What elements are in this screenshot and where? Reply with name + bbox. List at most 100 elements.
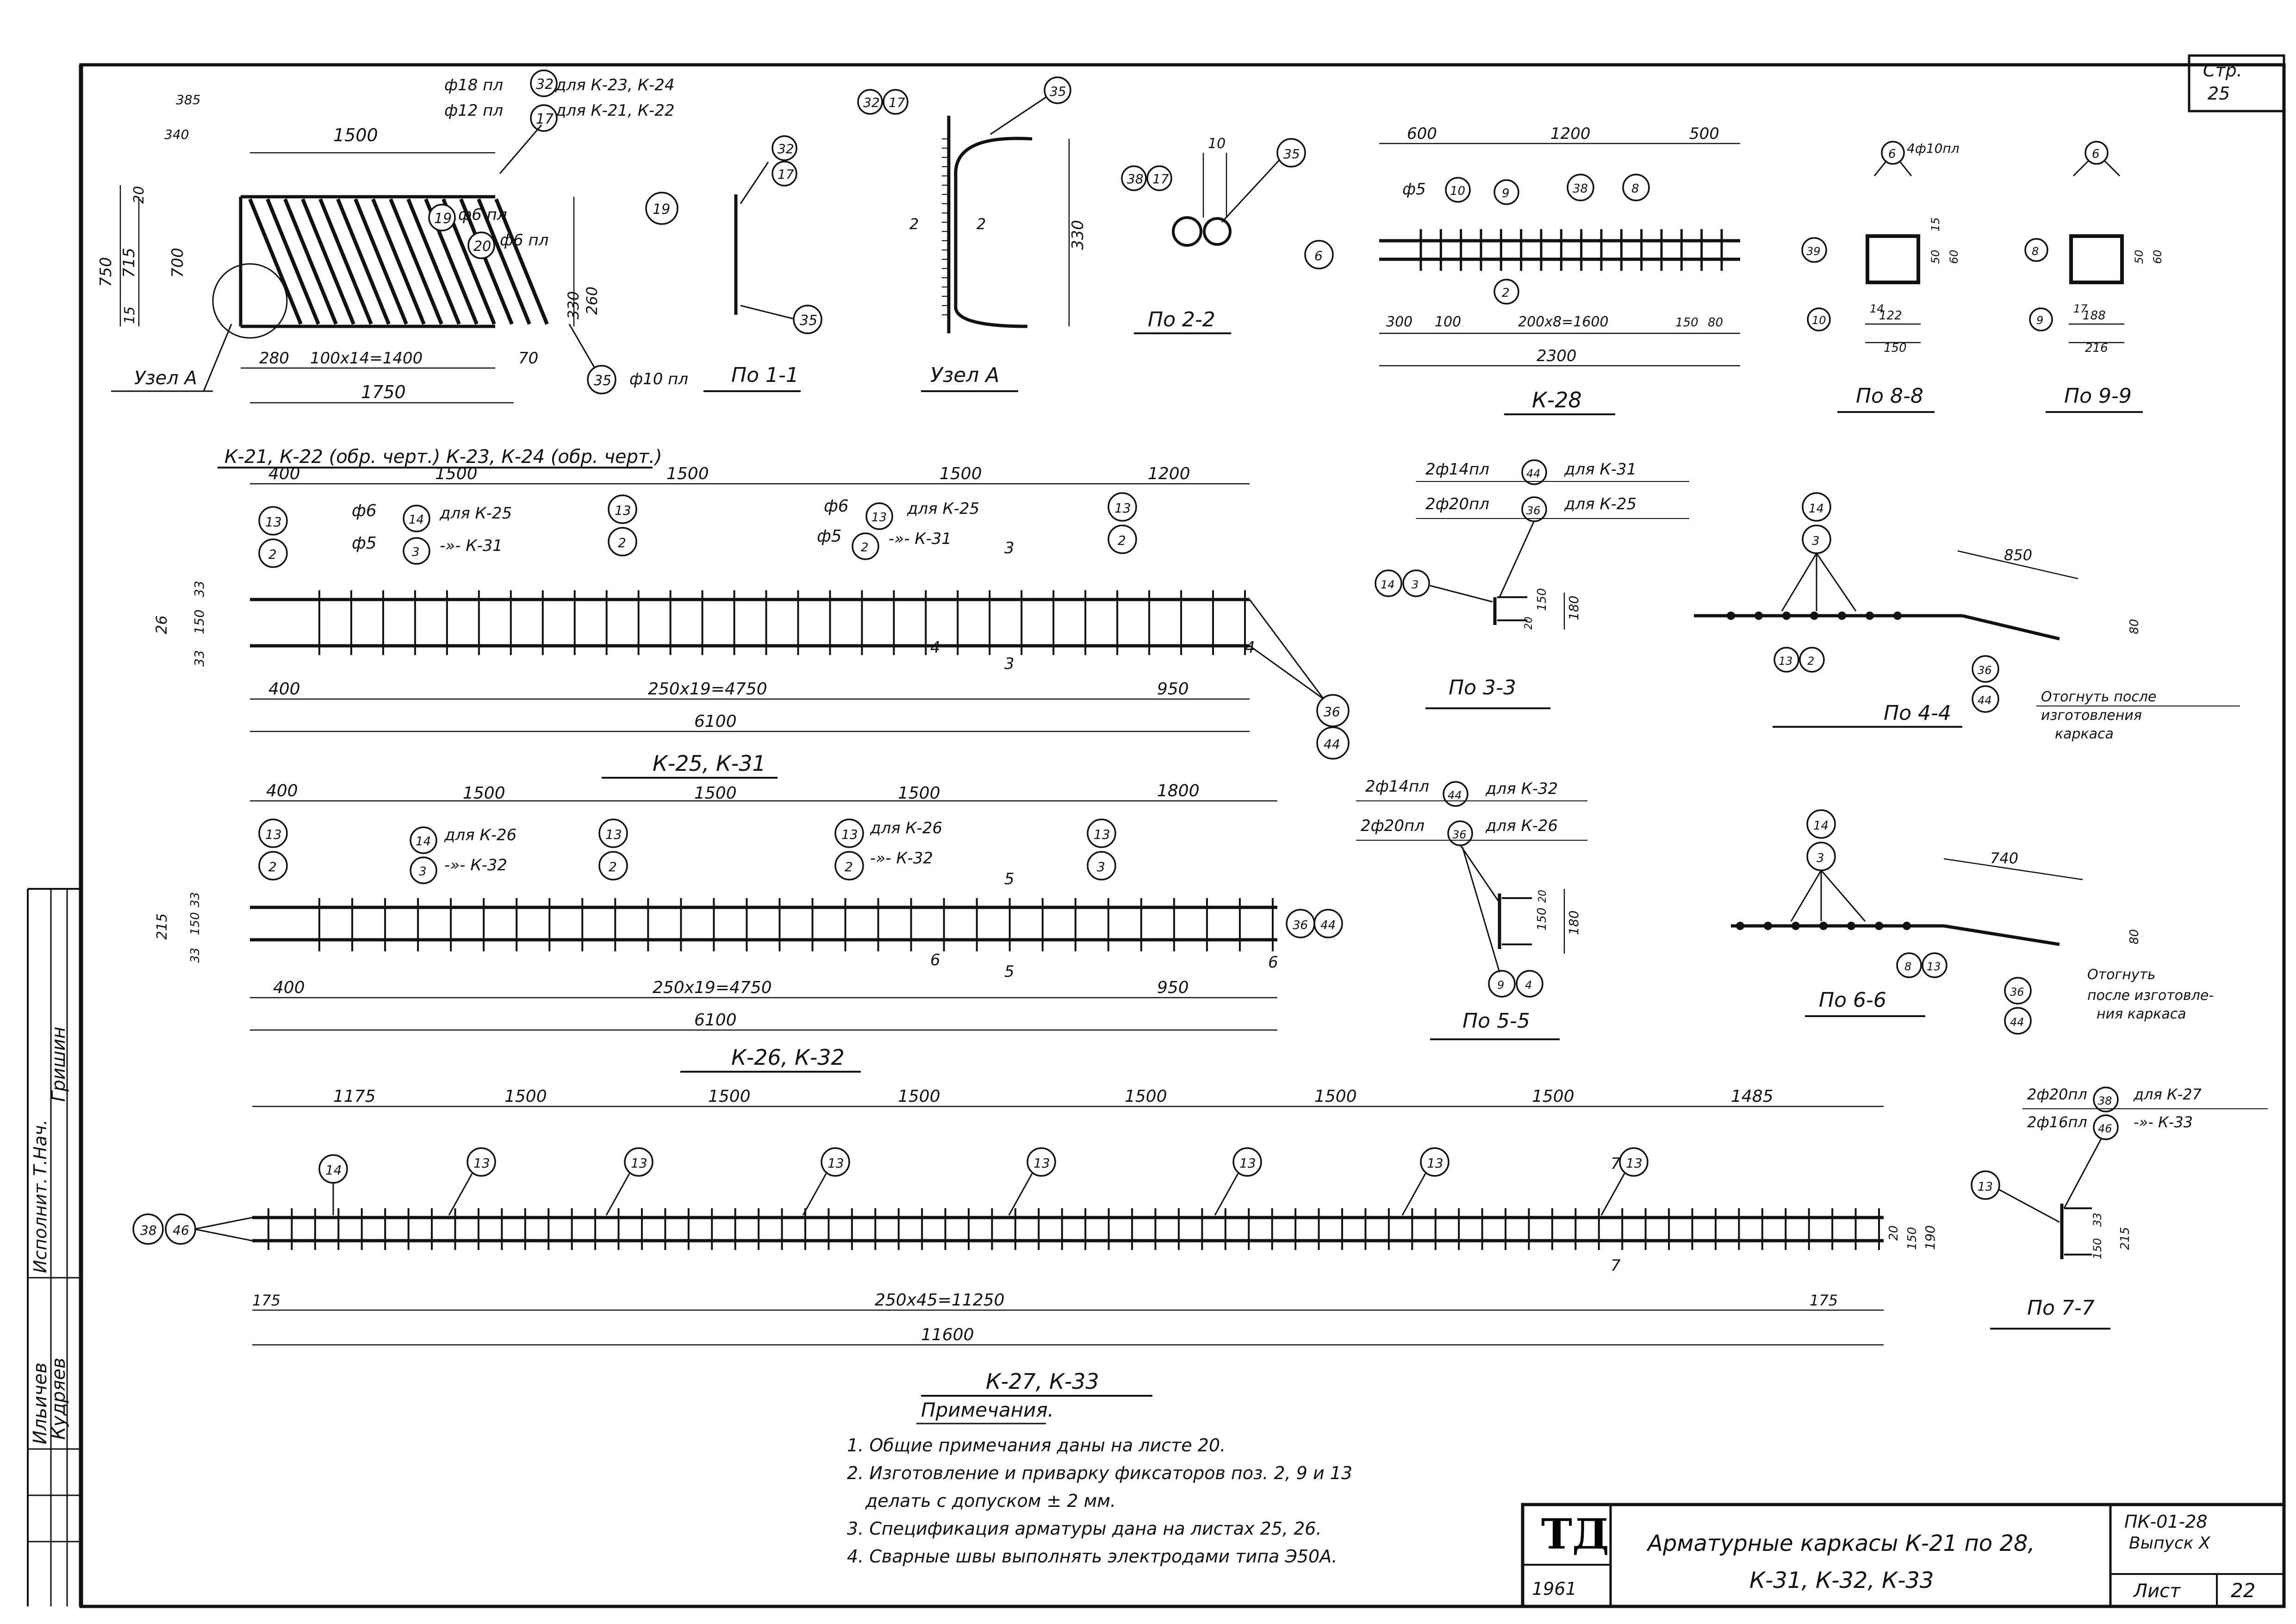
k26-pos-2b: 2 xyxy=(609,859,617,874)
k21-label-f12-for: для К-21, К-22 xyxy=(555,101,674,120)
po99-pos-8: 8 xyxy=(2032,245,2039,258)
k28-pos-10: 10 xyxy=(1450,184,1465,198)
bar-section-dot xyxy=(1893,612,1902,620)
k28-dim-step: 200х8=1600 xyxy=(1518,314,1609,330)
cage-k25-k31: 400 1500 1500 1500 1200 400 250х19=4750 … xyxy=(153,464,1350,779)
po44-pos-14: 14 xyxy=(1809,502,1824,516)
node-a-ticks xyxy=(942,138,949,315)
k27-cut-7a: 7 xyxy=(1611,1155,1621,1173)
nodea-pos-32: 32 xyxy=(863,95,880,110)
po55-dim-180: 180 xyxy=(1566,911,1581,935)
k25-ticks xyxy=(318,590,1246,655)
diagonal-bar xyxy=(266,198,320,325)
k21-caption: К-21, К-22 (обр. черт.) К-23, К-24 (обр.… xyxy=(224,446,662,468)
cage-k26-k32: 400 1500 1500 1500 1800 400 250х19=4750 … xyxy=(154,781,1343,1073)
nodea-dim-330: 330 xyxy=(1069,220,1087,250)
po66-pos-8: 8 xyxy=(1904,960,1911,973)
po66-note-3: ния каркаса xyxy=(2097,1006,2186,1022)
nodea-cut-2a: 2 xyxy=(909,215,919,233)
po66-note-2: после изготовле- xyxy=(2087,987,2214,1004)
k26-dim-1800: 1800 xyxy=(1157,781,1200,800)
k26-dim-1500c: 1500 xyxy=(898,784,940,803)
k27-pos-13-circle xyxy=(821,1147,850,1177)
k26-cut-5a: 5 xyxy=(1004,870,1014,888)
cage-k27-k33: 1175 1500 1500 1500 1500 1500 1500 1485 … xyxy=(132,1087,1938,1397)
diagonal-bar xyxy=(336,198,391,325)
k27-pos-13-leader xyxy=(1008,1173,1033,1216)
k28-dim-600: 600 xyxy=(1407,125,1437,143)
k27-pos-13-circle xyxy=(624,1147,653,1177)
section-6-6: 740 80 14 3 8 13 36 44 По 6-6 Отогнуть п… xyxy=(1731,809,2214,1035)
k21-dim-260: 260 xyxy=(583,287,601,315)
page-number-box: Стр. 25 xyxy=(2188,54,2285,112)
po88-pos-10: 10 xyxy=(1812,314,1826,327)
k26-cut-6a: 6 xyxy=(930,951,940,969)
po44-note-1: Отогнуть после xyxy=(2041,689,2156,705)
po99-caption: По 9-9 xyxy=(2064,384,2132,408)
k25-for31a: -»- К-31 xyxy=(440,537,503,555)
k27-pos-46: 46 xyxy=(173,1223,189,1238)
k26-dim-400b: 400 xyxy=(273,978,305,997)
po33-pos-3: 3 xyxy=(1412,578,1419,591)
po66-dots xyxy=(1736,922,1911,930)
po77-for33: -»- К-33 xyxy=(2134,1113,2193,1131)
k26-dim-950: 950 xyxy=(1157,978,1189,997)
k26-dim-1500a: 1500 xyxy=(463,784,505,803)
po55-dim-150: 150 xyxy=(1535,907,1549,931)
notes-title: Примечания. xyxy=(921,1399,1054,1421)
k27-pos-14: 14 xyxy=(325,1162,342,1178)
k27-pos-13-circle xyxy=(467,1147,496,1177)
note-2: 2. Изготовление и приварку фиксаторов по… xyxy=(847,1463,1352,1483)
side-stamp: Исполнит. Т.Нач. Ильичев Кудряев Гришин xyxy=(30,1027,69,1444)
k21-label-f6b: ф6 пл xyxy=(500,231,548,250)
title-block: ТД 1961 Арматурные каркасы К-21 по 28, К… xyxy=(1521,1503,2286,1608)
po55-for26: для К-26 xyxy=(1485,817,1558,835)
k26-pos-2c: 2 xyxy=(845,859,853,874)
bar-section-dot xyxy=(1819,922,1828,930)
k27-dim-190: 190 xyxy=(1923,1225,1938,1250)
po44-pos-3: 3 xyxy=(1812,534,1820,548)
k25-pos-2d: 2 xyxy=(1118,533,1126,548)
k21-pos-20: 20 xyxy=(473,238,491,255)
k28-dim-2300: 2300 xyxy=(1537,347,1577,365)
po44-pos-44: 44 xyxy=(1978,694,1992,707)
k26-pos-13d: 13 xyxy=(1094,827,1110,842)
k25-for25b: для К-25 xyxy=(907,500,979,518)
cage-k28: 600 1200 500 300 100 200х8=1600 150 80 2… xyxy=(1304,125,1740,415)
k25-cut-4b: 4 xyxy=(1245,638,1255,657)
po44-pos-36: 36 xyxy=(1978,664,1992,677)
k27-pos-38: 38 xyxy=(140,1223,157,1238)
sheet-label: Лист xyxy=(2133,1580,2181,1602)
k25-dim-950: 950 xyxy=(1157,680,1189,699)
nodea-pos-35: 35 xyxy=(1050,84,1066,99)
k27-pos-13-circle xyxy=(1027,1147,1056,1177)
k25-pos-14: 14 xyxy=(409,513,424,527)
k21-dim-15: 15 xyxy=(122,306,138,324)
po88-dim-15: 15 xyxy=(1929,217,1942,231)
k21-dim-1750: 1750 xyxy=(361,382,406,402)
po88-dim-122: 122 xyxy=(1879,309,1902,323)
k25-pos-3: 3 xyxy=(412,545,420,559)
po33-dim-20: 20 xyxy=(1523,617,1535,630)
side-name-2: Кудряев xyxy=(48,1358,69,1440)
diagonal-bar xyxy=(406,198,461,325)
bar-section-dot xyxy=(1736,922,1744,930)
po55-pos-36: 36 xyxy=(1452,828,1467,841)
po33-dim-150: 150 xyxy=(1535,588,1549,611)
bar-section-dot xyxy=(1764,922,1772,930)
k21-node-a: Узел А xyxy=(134,368,197,389)
k27-cut-7b: 7 xyxy=(1611,1256,1621,1275)
po55-pos-44: 44 xyxy=(1448,789,1462,802)
note-1: 1. Общие примечания даны на листе 20. xyxy=(847,1435,1226,1455)
k27-pos-13-leader xyxy=(1401,1173,1426,1216)
k25-cut-4a: 4 xyxy=(930,638,940,657)
k26-for26a: для К-26 xyxy=(444,826,516,844)
k27-pos-13-label: 13 xyxy=(828,1156,844,1171)
po44-note-2: изготовления xyxy=(2041,707,2142,724)
po33-pos-36: 36 xyxy=(1526,504,1541,517)
k21-dim-1500: 1500 xyxy=(333,125,378,145)
k26-caption: К-26, К-32 xyxy=(731,1045,845,1070)
k28-pos-6: 6 xyxy=(1314,248,1323,263)
po55-pos-9: 9 xyxy=(1497,979,1504,992)
